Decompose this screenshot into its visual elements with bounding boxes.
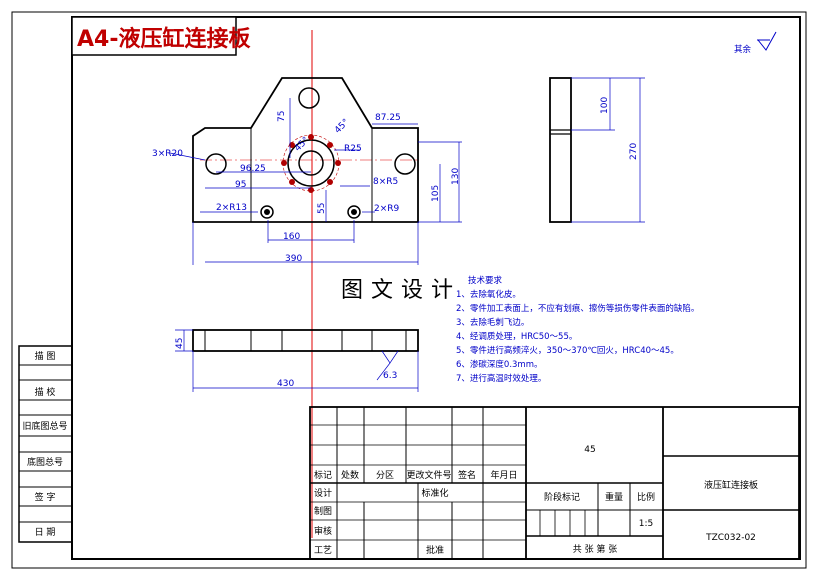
outer-border [11,11,807,569]
front-view-outline [192,77,419,223]
dim-95: 95 [235,180,246,190]
bolt-hole [308,187,314,193]
dim-45: 45 [175,338,185,349]
row-review: 审核 [314,525,332,537]
sheets-label: 共 张 第 张 [573,543,618,555]
title-banner-box [71,16,237,56]
top-hole [298,87,320,109]
note-3: 3、去除毛刺飞边。 [456,317,529,328]
bottom-view-outline [192,329,419,352]
scale-value: 1:5 [639,519,653,529]
notes-heading: 技术要求 [468,275,503,286]
technical-notes: 技术要求 1、去除氧化皮。 2、零件加工表面上，不应有划痕、擦伤等损伤零件表面的… [456,275,699,384]
dim-430: 430 [277,379,294,389]
hdr-change-doc: 更改文件号 [406,469,451,481]
strip-label-trace: 描 图 [35,350,56,362]
dim-105: 105 [431,185,441,202]
note-5: 5、零件进行高频淬火，350～370℃回火，HRC40～45。 [456,345,679,356]
weight-label: 重量 [605,491,623,503]
title-banner: A4-液压缸连接板 [77,26,251,52]
strip-label-old-no: 旧底图总号 [22,420,67,432]
right-hole [394,153,416,175]
dim-8xr5: 8×R5 [373,177,398,187]
material-value: 45 [584,445,595,455]
lower-hole-right [347,205,361,219]
dim-angle-1: 45° [333,117,351,135]
note-1: 1、去除氧化皮。 [456,289,521,300]
dim-55: 55 [317,203,327,214]
dim-2xr13: 2×R13 [216,203,247,213]
hdr-mark: 标记 [314,469,332,481]
bolt-hole [335,160,341,166]
dim-roughness: 6.3 [383,371,397,381]
dim-270: 270 [629,143,639,160]
bolt-hole [281,160,287,166]
strip-label-date: 日 期 [35,527,56,538]
lower-hole-left [260,205,274,219]
bolt-hole [289,179,295,185]
drawing-number: TZC032-02 [705,533,756,543]
bolt-holes [281,134,341,193]
roughness-symbol [757,31,777,51]
strip-label-sign: 签 字 [35,491,56,503]
hdr-zone: 分区 [376,470,394,481]
dim-87-25: 87.25 [375,113,401,123]
bolt-hole [308,134,314,140]
dim-75: 75 [277,111,287,122]
dim-r25: R25 [344,144,362,154]
front-view-dim-lines [169,98,462,265]
note-4: 4、经调质处理，HRC50～55。 [456,331,577,342]
bolt-hole [327,179,333,185]
standardize-label: 标准化 [421,487,448,499]
note-2: 2、零件加工表面上，不应有划痕、擦伤等损伤零件表面的缺陷。 [456,303,699,314]
lower-hole-left-core [264,209,270,215]
dim-160: 160 [283,232,300,242]
row-draft: 制图 [314,505,332,517]
dim-130: 130 [451,168,461,185]
center-bore-inner [298,150,324,176]
bottom-view-dim-lines [175,329,419,392]
note-6: 6、渗碳深度0.3mm。 [456,359,543,370]
strip-label-check: 描 校 [35,386,56,398]
row-process: 工艺 [314,545,332,556]
hdr-count: 处数 [341,469,359,481]
stage-label: 阶段标记 [544,491,580,503]
ratio-label: 比例 [637,491,655,503]
watermark: 图文设计 [341,278,461,303]
left-hole [205,153,227,175]
hdr-date: 年月日 [490,469,517,481]
row-design: 设计 [314,487,332,499]
approve-label: 批准 [426,544,444,556]
note-7: 7、进行高温时效处理。 [456,373,546,384]
dim-100: 100 [600,97,610,114]
hdr-sign: 签名 [458,469,476,481]
bolt-hole [289,142,295,148]
dim-390: 390 [285,254,302,264]
side-view-dim-lines [571,77,645,223]
roughness-label: 其余 [734,44,752,55]
part-name: 液压缸连接板 [704,479,758,491]
side-view [549,77,572,223]
dim-96-25: 96.25 [240,164,266,174]
dim-3xr20: 3×R20 [152,149,183,159]
front-view [192,77,419,223]
left-strip: 描 图 描 校 旧底图总号 底图总号 签 字 日 期 [18,345,73,543]
title-block: 标记 处数 分区 更改文件号 签名 年月日 设计 制图 审核 工艺 标准化 批准… [309,406,800,560]
lower-hole-right-core [351,209,357,215]
strip-label-base-no: 底图总号 [27,456,63,468]
bolt-hole [327,142,333,148]
bottom-view [192,329,419,352]
side-view-outline [549,77,572,223]
dim-2xr9: 2×R9 [374,204,400,214]
